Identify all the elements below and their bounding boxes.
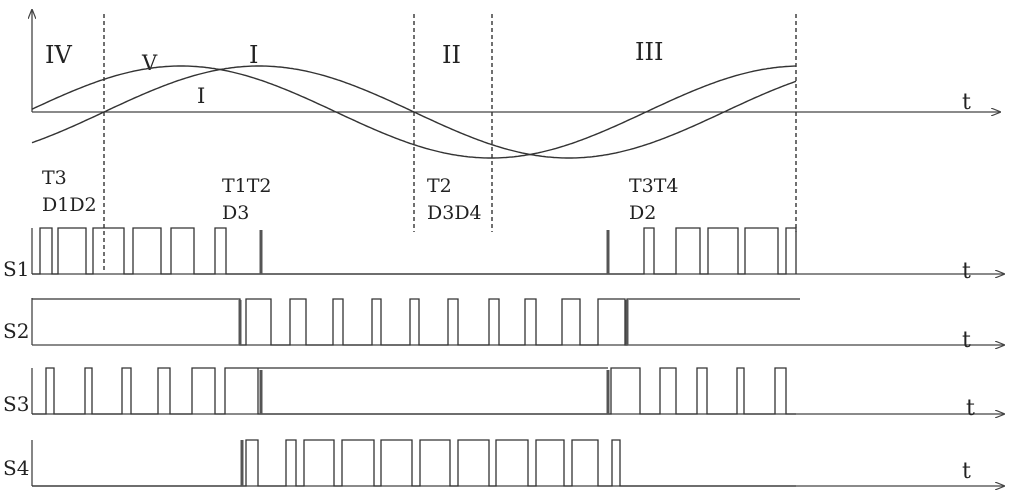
switch-state-label: D3D4 [427, 202, 482, 224]
s4-axis-label: t [962, 459, 971, 484]
switch-state-label: D1D2 [42, 194, 97, 216]
switch-state-label: T1T2 [222, 175, 272, 197]
signal-label-s3: S3 [3, 392, 29, 416]
switch-state-label: T3 [42, 167, 67, 189]
s4-pulse-train [32, 439, 796, 487]
region-label-iv: IV [45, 41, 72, 69]
s2-pulse-train [32, 298, 800, 346]
signal-label-s4: S4 [3, 456, 29, 480]
s1-axis-label: t [962, 259, 971, 284]
voltage-curve-label: V [141, 51, 158, 75]
switch-state-label: D2 [629, 202, 656, 224]
s3-pulse-train [32, 367, 796, 415]
switch-state-label: D3 [222, 202, 249, 224]
signal-label-s1: S1 [3, 257, 29, 281]
voltage-curve [31, 65, 796, 159]
s1-pulse-train [32, 227, 797, 275]
switch-state-label: T3T4 [629, 175, 679, 197]
s3-axis-label: t [966, 396, 975, 421]
region-label-iii: III [635, 38, 663, 66]
signal-label-s2: S2 [3, 319, 29, 343]
region-label-i: I [249, 41, 258, 69]
region-label-ii: II [442, 41, 461, 69]
time-axis-label: t [962, 90, 971, 115]
switch-state-label: T2 [427, 175, 452, 197]
current-curve-label: I [197, 84, 205, 108]
s2-axis-label: t [962, 328, 971, 353]
